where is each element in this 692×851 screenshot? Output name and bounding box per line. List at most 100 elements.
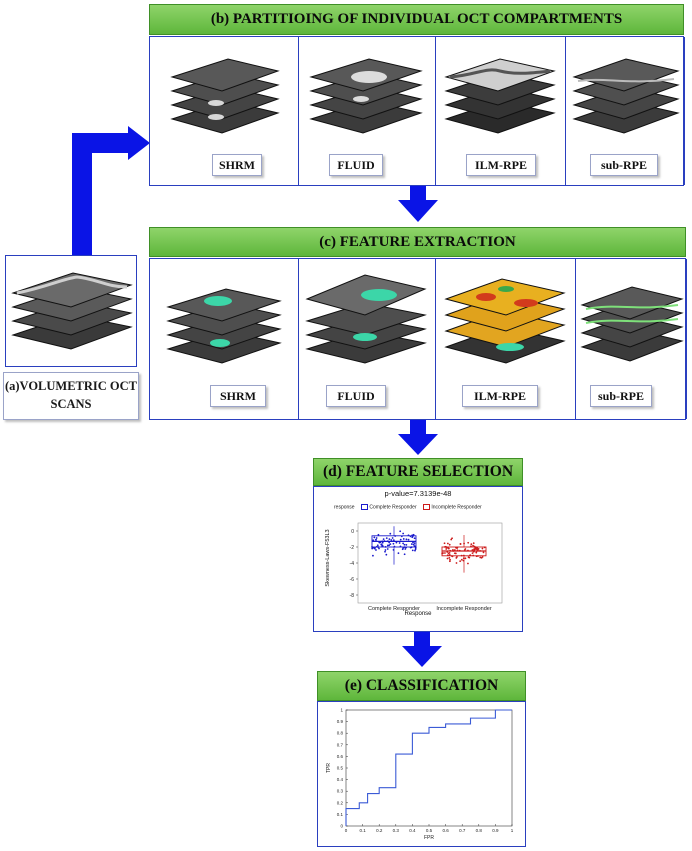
roc-ytick-label: 0.1 [337,812,344,817]
boxplot-point [455,562,458,564]
extraction-cell-fluid [299,259,436,419]
boxplot-ylabel: Skewness-Laws-F53L3 [325,529,331,587]
boxplot-ytick-label: -2 [350,545,355,551]
boxplot-point [472,544,474,547]
roc-ytick-label: 0.2 [337,800,344,805]
roc-xtick-label: 0.4 [409,828,416,833]
boxplot-point [412,533,415,536]
partition-label-ilm-rpe: ILM-RPE [466,154,536,176]
boxplot-point [395,541,398,544]
boxplot-point [464,548,467,550]
partition-title: (b) PARTITIOING OF INDIVIDUAL OCT COMPAR… [149,4,684,35]
extraction-label-ilm-rpe: ILM-RPE [462,385,538,407]
boxplot-point [453,552,456,555]
boxplot-point [452,548,454,551]
roc-curve [345,709,512,826]
extraction-cell-shrm [150,259,299,419]
roc-xtick-label: 0.5 [426,828,433,833]
boxplot-point [446,542,449,545]
roc-xtick-label: 0.6 [442,828,449,833]
pvalue-text: p-value=7.3139e-48 [384,489,452,498]
boxplot-point [404,548,407,550]
boxplot-point [470,543,473,546]
partition-cell-sub-rpe [566,37,685,185]
boxplot-point [412,543,415,546]
legend-title: response [334,504,355,511]
boxplot-point [481,547,484,550]
roc-ytick-label: 0.3 [337,789,344,794]
boxplot-point [382,538,385,540]
boxplot-point [391,537,394,539]
extraction-title: (c) FEATURE EXTRACTION [149,227,686,257]
boxplot-point [399,530,402,533]
boxplot-point [410,543,413,545]
boxplot-point [372,539,375,542]
boxplot-point [447,547,450,550]
boxplot-point [392,539,395,542]
boxplot-point [405,543,408,546]
boxplot-point [413,537,416,540]
partition-cell-ilm-rpe [436,37,566,185]
boxplot-point [476,547,479,549]
boxplot-point [402,547,405,549]
volumetric-label-line1: (a)VOLUMETRIC OCT [4,379,138,393]
boxplot-point [376,544,379,547]
boxplot-point [378,547,380,550]
boxplot-point [397,552,400,555]
boxplot-point [377,533,380,536]
roc-ytick-label: 0.6 [337,754,344,759]
boxplot-point [459,543,462,545]
boxplot-point [464,557,467,560]
boxplot-point [472,542,475,545]
volumetric-panel [5,255,137,367]
boxplot-point [449,558,451,561]
boxplot-point [384,549,387,551]
legend-incomplete-label: Incomplete Responder [431,504,482,511]
boxplot-point [405,538,408,541]
boxplot-ytick-label: 0 [351,529,354,535]
legend-incomplete-swatch [423,504,430,510]
roc-xtick-label: 0.2 [376,828,383,833]
boxplot-point [381,541,384,544]
legend-complete-swatch [360,504,368,510]
boxplot-category-label: Complete Responder [368,606,420,612]
partition-cell-shrm [150,37,299,185]
roc-ytick-label: 0.7 [337,742,344,747]
partition-panel: SHRM FLUID ILM-RPE sub-RPE [149,36,685,186]
boxplot-point [480,556,483,559]
boxplot-point [413,542,416,545]
ilm-rpe-stack-image [444,58,556,134]
boxplot-point [443,542,446,545]
boxplot-point [460,558,463,561]
boxplot-point [398,542,401,544]
oct-stack-image [11,272,133,350]
selection-panel: p-value=7.3139e-48 response Complete Res… [313,486,523,632]
selection-title: (d) FEATURE SELECTION [313,458,523,486]
boxplot-point [388,544,391,547]
boxplot-ytick-label: -6 [350,577,355,583]
extraction-cell-ilm-rpe [436,259,576,419]
boxplot-point [373,547,376,550]
box-legend: response Complete Responder Incomplete R… [334,504,519,510]
boxplot-point [402,532,405,535]
boxplot-point [386,548,389,550]
extraction-label-shrm: SHRM [210,385,266,407]
volumetric-label: (a)VOLUMETRIC OCT SCANS [3,372,139,420]
roc-xtick-label: 0.1 [359,828,366,833]
classification-title: (e) CLASSIFICATION [317,671,526,701]
boxplot-point [384,550,386,553]
roc-xtick-label: 0.9 [492,828,499,833]
boxplot-point [448,556,451,559]
boxplot-point [371,547,374,550]
boxplot-point [375,549,377,551]
roc-ytick-label: 0.4 [337,777,344,782]
roc-ytick-label: 0.5 [337,766,344,771]
roc-xtick-label: 0.8 [476,828,483,833]
boxplot-point [479,556,482,559]
boxplot-point [411,549,414,552]
boxplot-point [467,541,470,544]
volumetric-label-line2: SCANS [50,397,92,411]
roc-xtick-label: 0 [345,828,348,833]
boxplot-point [444,552,446,554]
roc-ytick-label: 0 [340,824,343,829]
